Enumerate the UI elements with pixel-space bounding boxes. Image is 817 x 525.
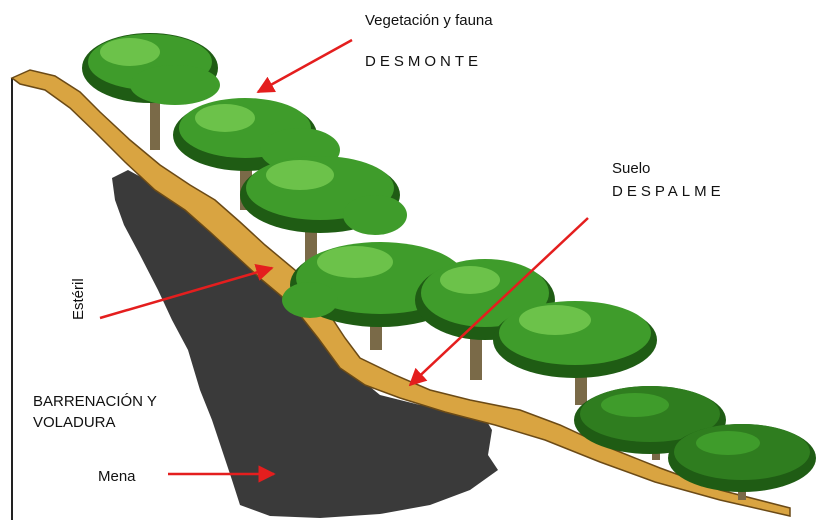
- label-desmonte: DESMONTE: [365, 53, 482, 70]
- arrow-vegetation: [258, 40, 352, 92]
- label-barrenacion-line2: VOLADURA: [33, 414, 116, 431]
- label-mena: Mena: [98, 468, 136, 485]
- label-vegetation: Vegetación y fauna: [365, 12, 493, 29]
- label-barrenacion-line1: BARRENACIÓN Y: [33, 393, 157, 410]
- tree-canopy-3: [240, 156, 407, 235]
- bush-2: [668, 424, 816, 492]
- tree-canopy-6: [493, 301, 657, 378]
- label-suelo: Suelo: [612, 160, 650, 177]
- label-despalme: DESPALME: [612, 183, 725, 200]
- label-esteril: Estéril: [70, 278, 87, 320]
- tree-canopy-1: [82, 33, 220, 105]
